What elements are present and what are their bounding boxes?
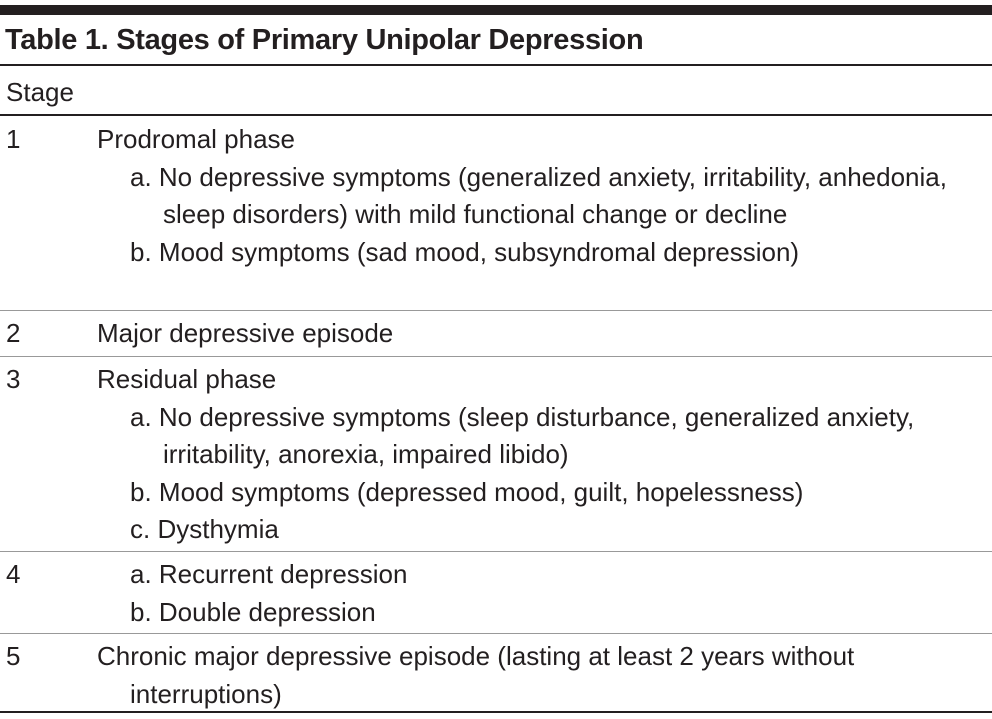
divider [0, 64, 992, 66]
stage-label: Residual phase [97, 364, 277, 394]
stage-item: b. Double depression [130, 596, 376, 627]
divider [0, 633, 992, 634]
bottom-rule [0, 711, 992, 713]
divider [0, 551, 992, 552]
stage-number: 4 [6, 559, 21, 589]
divider [0, 114, 992, 116]
stage-label: Major depressive episode [97, 318, 394, 348]
stage-number: 1 [6, 124, 21, 154]
stage-item: a. No depressive symptoms (generalized a… [130, 161, 947, 230]
stage-item: b. Mood symptoms (depressed mood, guilt,… [130, 476, 804, 507]
top-rule [0, 5, 992, 15]
stage-number: 3 [6, 364, 21, 394]
table-title: Table 1. Stages of Primary Unipolar Depr… [5, 24, 644, 56]
stage-item: b. Mood symptoms (sad mood, subsyndromal… [130, 236, 800, 267]
stage-label: Prodromal phase [97, 124, 295, 154]
stage-number: 2 [6, 318, 21, 348]
divider [0, 310, 992, 311]
stage-label: Chronic major depressive episode (lastin… [97, 641, 855, 709]
divider [0, 356, 992, 357]
column-header-stage: Stage [6, 77, 74, 107]
stage-item: c. Dysthymia [130, 514, 279, 544]
stage-item: a. Recurrent depression [130, 559, 408, 589]
stage-number: 5 [6, 641, 21, 671]
stage-item: a. No depressive symptoms (sleep disturb… [130, 401, 915, 470]
